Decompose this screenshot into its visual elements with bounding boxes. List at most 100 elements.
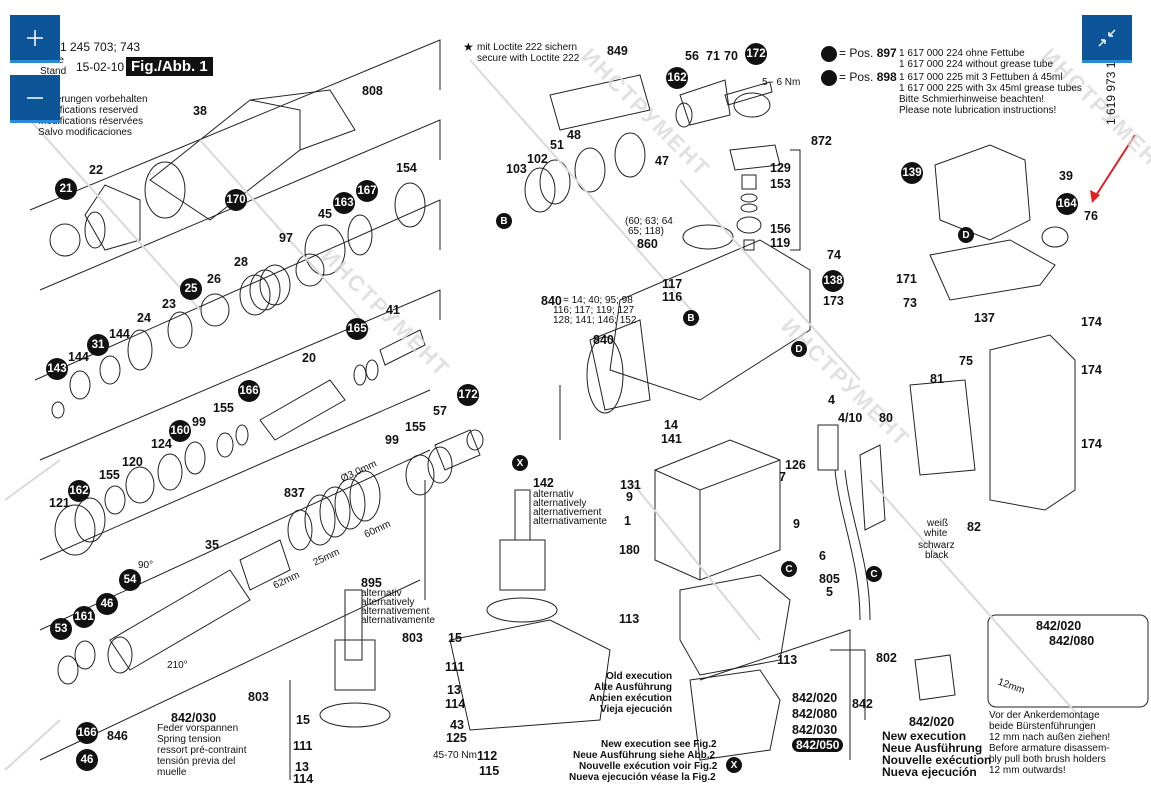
alt-142: alternativamente — [533, 516, 607, 527]
torque-45-70: 45-70 Nm — [433, 750, 477, 761]
group-840-contents: 116; 117; 119; 127 — [553, 305, 635, 316]
old-execution-note: Alte Ausführung — [594, 682, 672, 693]
part-label: 153 — [770, 177, 791, 191]
part-label: 38 — [193, 104, 207, 118]
part-badge: 172 — [745, 43, 767, 65]
grease-dot-898 — [821, 70, 837, 86]
part-label: 872 — [811, 134, 832, 148]
brush-note: bly pull both brush holders — [989, 754, 1106, 765]
angle-90: 90° — [138, 560, 154, 571]
part-label: 14 — [664, 418, 678, 432]
part-label: 125 — [446, 731, 467, 745]
zoom-out-button[interactable] — [10, 75, 60, 123]
part-label: 141 — [661, 432, 682, 446]
pos897-label: = Pos. 897 — [839, 46, 897, 60]
part-badge: 143 — [46, 358, 68, 380]
part-label: 5 — [826, 585, 833, 599]
brush-note: beide Bürstenführungen — [989, 721, 1096, 732]
document-number: 1 619 973 1 — [1104, 61, 1118, 125]
pos897-en: 1 617 000 224 without grease tube — [899, 59, 1054, 70]
part-label: 171 — [896, 272, 917, 286]
part-label: 73 — [903, 296, 917, 310]
part-label: 802 — [876, 651, 897, 665]
part-label: 805 — [819, 572, 840, 586]
part-label: 13 — [295, 760, 309, 774]
part-label-842-050: 842/050 — [792, 738, 844, 752]
part-label: 22 — [89, 163, 103, 177]
part-label: 849 — [607, 44, 628, 58]
brush-note: Vor der Ankerdemontage — [989, 710, 1100, 721]
stand-label: Stand — [40, 66, 67, 77]
part-label: 114 — [293, 772, 314, 786]
part-label: 114 — [445, 697, 466, 711]
part-label: 75 — [959, 354, 973, 368]
part-label: 82 — [967, 520, 981, 534]
ref-letter: D — [791, 341, 807, 357]
exit-fullscreen-button[interactable] — [1082, 15, 1132, 63]
part-label: 117 — [662, 277, 683, 291]
part-label: 57 — [433, 404, 447, 418]
part-label: 39 — [1059, 169, 1073, 183]
part-label: 121 — [49, 496, 70, 510]
alt-895: alternatively — [361, 597, 415, 608]
part-badge: 162 — [666, 67, 688, 89]
pos897-de: 1 617 000 224 ohne Fettube — [899, 48, 1025, 59]
part-badge: 166 — [238, 380, 260, 402]
alt-895: alternativamente — [361, 615, 435, 626]
part-label: 173 — [823, 294, 844, 308]
part-label: 111 — [445, 660, 465, 674]
part-label: 842/020 — [792, 691, 838, 705]
part-label: 116 — [662, 290, 683, 304]
part-badge: 170 — [225, 189, 247, 211]
part-badge: 166 — [76, 722, 98, 744]
part-label: 41 — [386, 303, 400, 317]
alt-142: alternatively — [533, 498, 587, 509]
old-execution-note: Old execution — [606, 671, 673, 682]
ref-letter: X — [726, 757, 742, 773]
part-badge: 31 — [87, 334, 109, 356]
part-label: 1 — [624, 514, 631, 528]
part-label: 35 — [205, 538, 219, 552]
ref-letter: C — [866, 566, 882, 582]
part-label: 837 — [284, 486, 305, 500]
part-label: 23 — [162, 297, 176, 311]
zoom-in-button[interactable] — [10, 15, 60, 63]
loctite-star: ★ — [463, 40, 474, 54]
part-label: 15 — [448, 631, 462, 645]
part-label: 20 — [302, 351, 316, 365]
part-label: 174 — [1081, 437, 1102, 451]
brush-note: Before armature disassem- — [989, 743, 1110, 754]
disclaimer-en: Modifications reserved — [38, 105, 139, 116]
part-label: 808 — [362, 84, 383, 98]
angle-210: 210° — [167, 660, 188, 671]
part-label: 56 — [685, 49, 699, 63]
disclaimer-es: Salvo modificaciones — [38, 127, 132, 138]
inset-part-label: 842/080 — [1049, 634, 1095, 648]
part-label: 174 — [1081, 315, 1102, 329]
new-execution-note: New execution — [882, 729, 967, 743]
part-label: 71 — [706, 49, 720, 63]
part-label: 142 — [533, 476, 554, 490]
part-label: 803 — [402, 631, 423, 645]
alt-142: alternativ — [533, 489, 574, 500]
ref-letter: D — [958, 227, 974, 243]
ref-letter: B — [496, 213, 512, 229]
wire-black: schwarz — [918, 540, 955, 551]
spring-note: tensión previa del — [157, 756, 236, 767]
part-label: 103 — [506, 162, 527, 176]
part-label: 51 — [550, 138, 564, 152]
part-label: 9 — [626, 490, 633, 504]
ref-letter: C — [781, 561, 797, 577]
new-execution-note: Neue Ausführung — [882, 741, 983, 755]
lube-note-en: Please note lubrication instructions! — [899, 105, 1057, 116]
model-line: 1 245 703; 743 — [60, 40, 141, 54]
alt-895: alternativement — [361, 606, 430, 617]
disclaimer-de: Änderungen vorbehalten — [38, 94, 148, 105]
part-label: 28 — [234, 255, 248, 269]
part-label: 4/10 — [838, 411, 863, 425]
part-badge: 54 — [119, 569, 141, 591]
new-execution-note: Nouvelle exécution — [882, 753, 992, 767]
wire-black: black — [925, 550, 949, 561]
part-label: 860 — [637, 237, 658, 251]
